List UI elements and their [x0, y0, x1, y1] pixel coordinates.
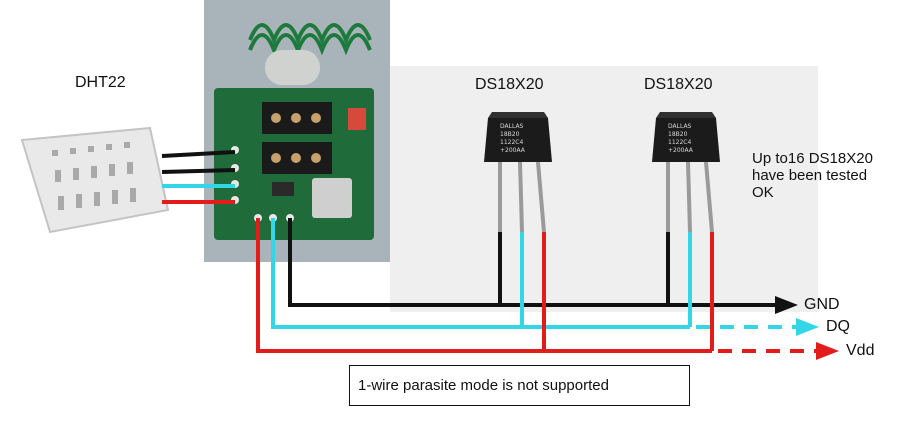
ds18x20-right-sensor: DALLAS 18B20 1122C4 +200AA: [652, 112, 720, 233]
sensor-marking-3: 1122C4: [500, 139, 523, 146]
ds18x20-left-sensor: DALLAS 18B20 1122C4 +200AA: [484, 112, 552, 233]
ds18x20-left-label: DS18X20: [475, 76, 544, 93]
ds18x20-right-label: DS18X20: [644, 76, 713, 93]
sensor-marking-2: 18B20: [668, 131, 688, 138]
sensor-marking-1: DALLAS: [668, 123, 692, 130]
dht22-label: DHT22: [75, 74, 126, 91]
controller-board: [214, 88, 374, 240]
gnd-label: GND: [804, 296, 840, 313]
dht22-sensor: [20, 126, 170, 234]
dht22-wires: [161, 150, 236, 204]
antenna-coil: [248, 23, 372, 56]
sensor-marking-1: DALLAS: [500, 123, 524, 130]
dq-label: DQ: [826, 318, 850, 335]
parasite-mode-note: 1-wire parasite mode is not supported: [349, 365, 690, 406]
gnd-wire: [288, 218, 798, 314]
tested-note: Up to16 DS18X20 have been tested OK: [752, 150, 873, 201]
sensor-marking-4: +200AA: [500, 147, 526, 154]
sensor-marking-2: 18B20: [500, 131, 520, 138]
sensor-photo-background: [390, 66, 818, 312]
vdd-label: Vdd: [846, 342, 875, 359]
sensor-marking-3: 1122C4: [668, 139, 691, 146]
dq-wire: [271, 218, 819, 336]
sensor-marking-4: +200AA: [668, 147, 694, 154]
vdd-wire: [256, 218, 839, 360]
board-buzzer: [265, 50, 320, 85]
